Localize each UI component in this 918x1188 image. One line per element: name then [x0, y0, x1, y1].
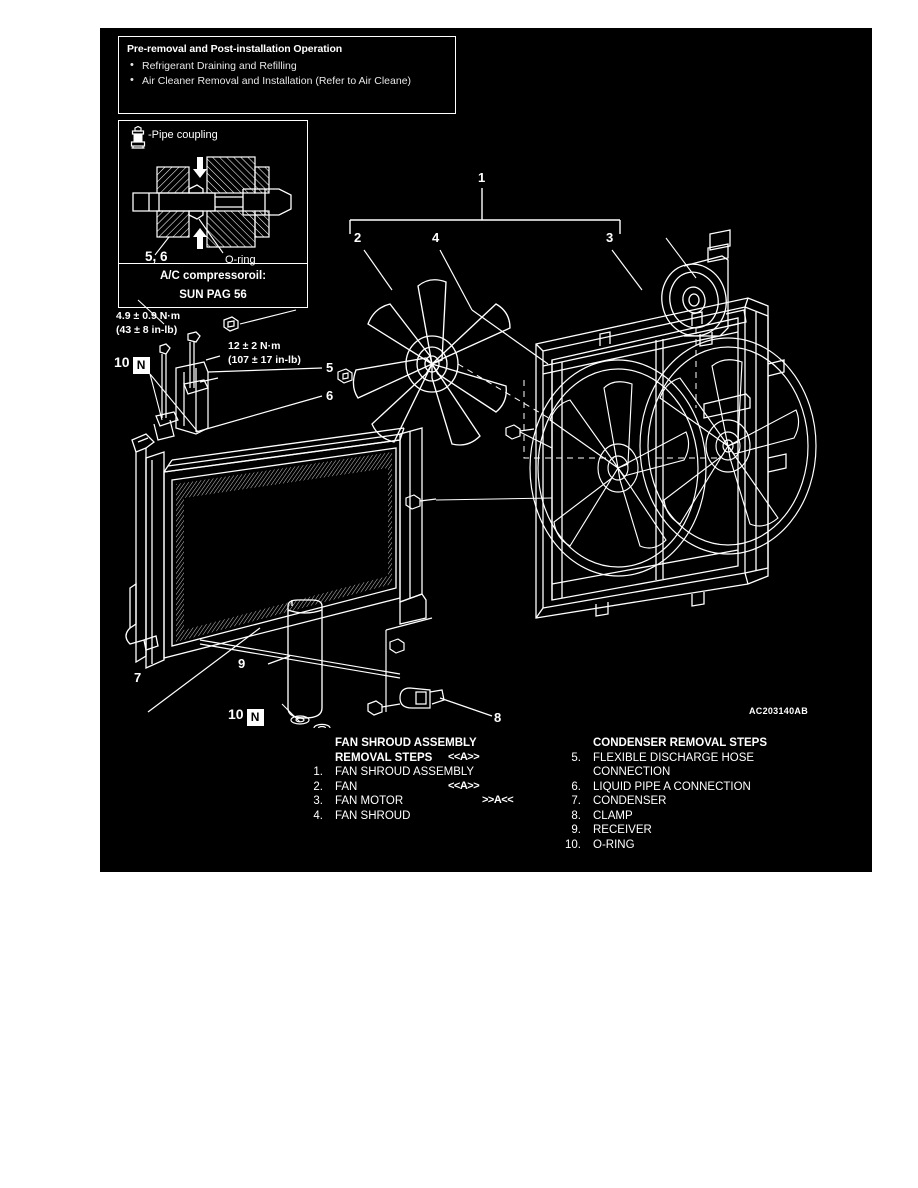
n-symbol-icon: N: [246, 709, 264, 726]
list-item: 4. FAN SHROUD: [232, 809, 522, 824]
torque-lower-nm: 12 ± 2 N·m: [228, 340, 281, 352]
reference-marker-a3: >>A<<: [482, 794, 514, 806]
compressor-oil-band: A/C compressoroil: SUN PAG 56: [119, 263, 307, 307]
list-item-number: 2.: [313, 780, 323, 793]
list-item-label: CONDENSER: [593, 795, 667, 807]
callout-9: 9: [238, 656, 246, 671]
list-item-number: 7.: [571, 795, 581, 807]
compressor-oil-spec: SUN PAG 56: [179, 289, 247, 301]
pre-removal-title: Pre-removal and Post-installation Operat…: [127, 43, 343, 55]
list-item-label: CLAMP: [593, 809, 633, 822]
callout-7: 7: [134, 670, 142, 685]
pipe-coupling-detail-box: -Pipe coupling: [118, 120, 308, 308]
callout-5: 5: [326, 360, 334, 375]
list-item-number: 5.: [571, 751, 581, 764]
list-item-number: 8.: [571, 809, 581, 822]
torque-lower-inlb: (107 ± 17 in-lb): [228, 353, 301, 366]
n-symbol-icon: N: [132, 357, 150, 374]
pre-removal-item: Refrigerant Draining and Refilling: [127, 59, 449, 74]
list-item-number: 10.: [565, 838, 581, 851]
callout-8: 8: [494, 710, 502, 725]
pre-removal-note-box: Pre-removal and Post-installation Operat…: [118, 36, 456, 114]
illustration-panel: Pre-removal and Post-installation Operat…: [100, 28, 872, 872]
list-item: 8. CLAMP: [496, 809, 872, 824]
list-item-label: RECEIVER: [593, 824, 652, 836]
reference-marker-a2: <<A>>: [448, 779, 480, 792]
list-item-number: 1.: [313, 766, 323, 778]
list-item-label-continued: CONNECTION: [593, 766, 671, 778]
fan-shroud-list-title-2: REMOVAL STEPS: [335, 751, 433, 764]
list-item-number: 4.: [313, 809, 323, 822]
list-item: 7. CONDENSER: [496, 794, 872, 809]
torque-spec-upper: 4.9 ± 0.9 N·m (43 ± 8 in-lb): [116, 310, 180, 337]
parts-lists: FAN SHROUD ASSEMBLY REMOVAL STEPS 1. FAN …: [100, 728, 872, 868]
pre-removal-list: Refrigerant Draining and Refilling Air C…: [127, 59, 449, 89]
list-item-label: O-RING: [593, 838, 635, 851]
coupling-label-5-6: 5, 6: [145, 249, 168, 264]
list-item-number: 3.: [313, 795, 323, 807]
list-item-number: 9.: [571, 824, 581, 836]
list-item: 1. FAN SHROUD ASSEMBLY: [232, 765, 522, 780]
diagram-id-label: AC203140AB: [748, 706, 808, 716]
list-item-number: 6.: [571, 780, 581, 793]
list-item-label: FLEXIBLE DISCHARGE HOSE: [593, 751, 755, 764]
callout-1: 1: [478, 170, 486, 185]
torque-upper-nm: 4.9 ± 0.9 N·m: [116, 310, 181, 322]
compressor-oil-label: A/C compressoroil:: [159, 270, 267, 282]
coupling-cross-section: [132, 156, 292, 256]
list-item: 10. O-RING: [496, 838, 872, 853]
list-item: 9. RECEIVER: [496, 823, 872, 838]
list-item-label: FAN MOTOR: [335, 795, 404, 807]
list-item: 6. LIQUID PIPE A CONNECTION: [496, 780, 872, 795]
pipe-coupling-icon: [130, 126, 146, 149]
pre-removal-item: Air Cleaner Removal and Installation (Re…: [127, 74, 449, 89]
callout-4: 4: [432, 230, 440, 245]
list-item-continuation: CONNECTION: [496, 765, 872, 780]
pipe-coupling-legend: -Pipe coupling: [148, 129, 218, 141]
list-item-label: FAN: [335, 780, 358, 793]
n-badge-upper-number: 10: [114, 354, 130, 370]
callout-2: 2: [354, 230, 362, 245]
list-item-label: FAN SHROUD ASSEMBLY: [335, 766, 475, 778]
torque-upper-inlb: (43 ± 8 in-lb): [116, 323, 178, 336]
callout-6: 6: [326, 388, 334, 403]
condenser-list: CONDENSER REMOVAL STEPS 5. FLEXIBLE DISCH…: [496, 736, 872, 852]
fan-shroud-list-title-1: FAN SHROUD ASSEMBLY: [335, 737, 477, 749]
fan-shroud-list: FAN SHROUD ASSEMBLY REMOVAL STEPS 1. FAN …: [232, 736, 522, 823]
list-item-label: LIQUID PIPE A CONNECTION: [593, 780, 751, 793]
list-item: 2. FAN: [232, 780, 522, 795]
condenser-list-title: CONDENSER REMOVAL STEPS: [593, 737, 768, 749]
torque-spec-lower: 12 ± 2 N·m (107 ± 17 in-lb): [228, 340, 301, 367]
list-item: 5. FLEXIBLE DISCHARGE HOSE: [496, 751, 872, 766]
list-item-label: FAN SHROUD: [335, 809, 411, 822]
n-badge-lower-number: 10: [228, 706, 244, 722]
assembly-illustration: [125, 188, 817, 728]
callout-3: 3: [606, 230, 614, 245]
list-item: 3. FAN MOTOR: [232, 794, 522, 809]
reference-marker-a1: <<A>>: [448, 750, 480, 763]
